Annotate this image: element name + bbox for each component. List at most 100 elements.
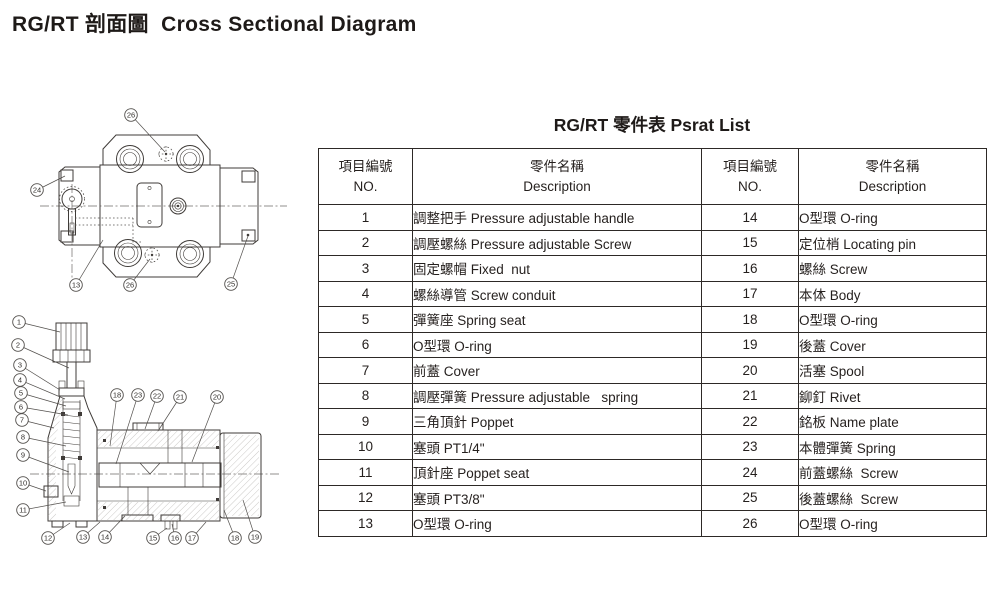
callout-number: 21 bbox=[176, 393, 184, 402]
callout-balloon: 13 bbox=[69, 239, 104, 292]
callout-number: 12 bbox=[44, 534, 52, 543]
part-description: 鉚釘 Rivet bbox=[798, 382, 987, 409]
top-view-diagram: 26 24 13 26 25 bbox=[15, 92, 305, 302]
part-number: 23 bbox=[701, 433, 799, 460]
callout-number: 6 bbox=[19, 403, 23, 412]
callout-balloon: 24 bbox=[30, 175, 66, 197]
part-description: O型環 O-ring bbox=[798, 510, 987, 537]
callout-balloon: 7 bbox=[15, 413, 55, 429]
callout-number: 26 bbox=[127, 111, 135, 120]
callout-number: 14 bbox=[101, 533, 109, 542]
callout-number: 5 bbox=[19, 389, 23, 398]
part-number: 1 bbox=[318, 204, 413, 231]
callout-balloon: 4 bbox=[13, 373, 66, 400]
callout-balloon: 23 bbox=[115, 388, 145, 465]
callout-number: 16 bbox=[171, 534, 179, 543]
part-description: 後蓋螺絲 Screw bbox=[798, 484, 987, 511]
part-number: 11 bbox=[318, 459, 413, 486]
callout-number: 3 bbox=[18, 361, 22, 370]
part-description: 活塞 Spool bbox=[798, 357, 987, 384]
part-number: 22 bbox=[701, 408, 799, 435]
part-number: 6 bbox=[318, 331, 413, 358]
callout-balloon: 10 bbox=[16, 476, 47, 492]
part-description: O型環 O-ring bbox=[412, 331, 702, 358]
part-description: O型環 O-ring bbox=[798, 306, 987, 333]
callout-balloon: 2 bbox=[11, 338, 70, 369]
right-block bbox=[220, 167, 259, 245]
callout-number: 26 bbox=[126, 281, 134, 290]
callout-number: 7 bbox=[20, 416, 24, 425]
col-header-desc: 零件名稱 Description bbox=[798, 148, 987, 205]
col-header-no-zh: 項目編號 bbox=[338, 158, 393, 174]
part-number: 5 bbox=[318, 306, 413, 333]
part-number: 21 bbox=[701, 382, 799, 409]
callout-balloon: 16 bbox=[168, 523, 182, 545]
callout-number: 8 bbox=[21, 433, 25, 442]
part-number: 24 bbox=[701, 459, 799, 486]
col-header-desc-en: Description bbox=[858, 178, 927, 194]
col-header-no-en: NO. bbox=[737, 178, 762, 194]
top-view-drawing: 26 24 13 26 25 bbox=[30, 108, 287, 292]
callout-balloon: 18 bbox=[109, 388, 124, 447]
pressure-spring bbox=[61, 412, 82, 460]
callout-number: 18 bbox=[113, 391, 121, 400]
center-boss bbox=[169, 197, 187, 215]
callout-number: 18 bbox=[231, 534, 239, 543]
part-number: 14 bbox=[701, 204, 799, 231]
callout-number: 19 bbox=[251, 533, 259, 542]
callout-balloon: 9 bbox=[16, 448, 70, 473]
part-description: O型環 O-ring bbox=[798, 204, 987, 231]
col-header-desc-zh: 零件名稱 bbox=[530, 158, 584, 174]
col-header-desc-zh: 零件名稱 bbox=[865, 158, 920, 174]
part-description: 調壓彈簧 Pressure adjustable spring bbox=[412, 382, 702, 409]
part-description: 調壓螺絲 Pressure adjustable Screw bbox=[412, 229, 702, 256]
part-number: 7 bbox=[318, 357, 413, 384]
callout-balloon: 1 bbox=[12, 315, 61, 333]
part-description: 塞頭 PT3/8" bbox=[412, 484, 702, 511]
callout-number: 17 bbox=[188, 534, 196, 543]
part-number: 19 bbox=[701, 331, 799, 358]
part-number: 9 bbox=[318, 408, 413, 435]
part-number: 25 bbox=[701, 484, 799, 511]
col-header-no: 項目編號 NO. bbox=[318, 148, 413, 205]
part-number: 4 bbox=[318, 280, 413, 307]
part-number: 15 bbox=[701, 229, 799, 256]
col-header-no-zh: 項目編號 bbox=[723, 158, 777, 174]
page-title: RG/RT 剖面圖 Cross Sectional Diagram bbox=[12, 13, 417, 36]
part-number: 8 bbox=[318, 382, 413, 409]
part-description: 固定螺帽 Fixed nut bbox=[412, 255, 702, 282]
part-description: 彈簧座 Spring seat bbox=[412, 306, 702, 333]
part-description: 調整把手 Pressure adjustable handle bbox=[412, 204, 702, 231]
part-number: 26 bbox=[701, 510, 799, 537]
name-plate-tab bbox=[132, 422, 164, 431]
part-number: 3 bbox=[318, 255, 413, 282]
callout-number: 15 bbox=[149, 534, 157, 543]
part-description: 螺絲導管 Screw conduit bbox=[412, 280, 702, 307]
part-number: 2 bbox=[318, 229, 413, 256]
callout-number: 1 bbox=[17, 318, 21, 327]
callout-balloon: 17 bbox=[185, 521, 207, 545]
callout-balloon: 11 bbox=[16, 501, 67, 517]
callout-number: 25 bbox=[227, 280, 235, 289]
callout-balloon: 26 bbox=[123, 258, 151, 292]
part-number: 18 bbox=[701, 306, 799, 333]
col-header-no: 項目編號 NO. bbox=[701, 148, 799, 205]
part-description: O型環 O-ring bbox=[412, 510, 702, 537]
rear-cover bbox=[219, 432, 262, 519]
callout-balloon: 5 bbox=[14, 386, 67, 407]
part-description: 頂針座 Poppet seat bbox=[412, 459, 702, 486]
part-description: 前蓋 Cover bbox=[412, 357, 702, 384]
callout-balloon: 6 bbox=[14, 400, 69, 416]
callout-balloon: 20 bbox=[191, 390, 224, 463]
handle-knob bbox=[52, 322, 91, 363]
callout-number: 13 bbox=[79, 533, 87, 542]
